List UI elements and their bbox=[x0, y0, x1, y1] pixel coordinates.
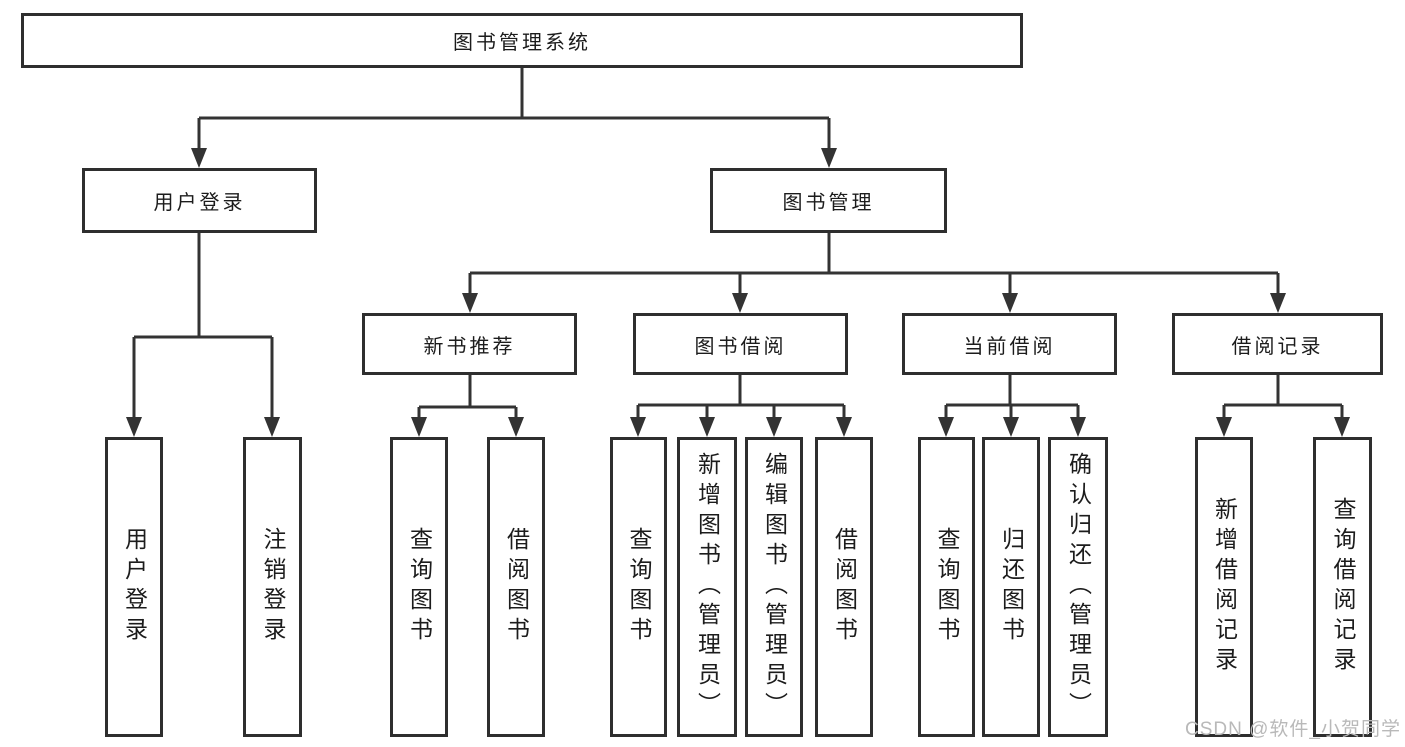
node-book-management: 图书管理 bbox=[710, 168, 947, 233]
csdn-watermark: CSDN @软件_小贺同学 bbox=[1185, 719, 1401, 740]
node-borrow-records: 借阅记录 bbox=[1172, 313, 1383, 375]
node-new-book-recommend: 新书推荐 bbox=[362, 313, 577, 375]
leaf-record-query-label: 查询借阅记录 bbox=[1330, 497, 1356, 677]
leaf-borrow-add-admin-label: 新增图书（管理员） bbox=[694, 452, 721, 722]
node-book-borrowing: 图书借阅 bbox=[633, 313, 848, 375]
leaf-newbooks-query: 查询图书 bbox=[390, 437, 448, 737]
node-book-management-label: 图书管理 bbox=[782, 192, 875, 214]
leaf-user-login: 用户登录 bbox=[105, 437, 163, 737]
leaf-record-add: 新增借阅记录 bbox=[1195, 437, 1253, 737]
node-root-label: 图书管理系统 bbox=[453, 32, 591, 54]
leaf-borrow-edit-admin-label: 编辑图书（管理员） bbox=[761, 452, 788, 722]
leaf-newbooks-borrow: 借阅图书 bbox=[487, 437, 545, 737]
leaf-borrow-query-label: 查询图书 bbox=[626, 527, 652, 647]
leaf-current-return: 归还图书 bbox=[982, 437, 1040, 737]
leaf-user-login-label: 用户登录 bbox=[121, 527, 148, 647]
leaf-current-confirm-admin: 确认归还（管理员） bbox=[1048, 437, 1108, 737]
node-book-borrowing-label: 图书借阅 bbox=[694, 335, 787, 358]
leaf-newbooks-query-label: 查询图书 bbox=[406, 527, 433, 647]
leaf-current-query-label: 查询图书 bbox=[934, 527, 960, 647]
leaf-borrow-query: 查询图书 bbox=[610, 437, 667, 737]
node-root: 图书管理系统 bbox=[21, 13, 1023, 68]
leaf-current-confirm-admin-label: 确认归还（管理员） bbox=[1065, 452, 1092, 722]
leaf-newbooks-borrow-label: 借阅图书 bbox=[503, 527, 530, 647]
node-borrow-records-label: 借阅记录 bbox=[1231, 335, 1324, 358]
leaf-borrow-book: 借阅图书 bbox=[815, 437, 873, 737]
node-user-login-label: 用户登录 bbox=[153, 192, 246, 214]
node-user-login: 用户登录 bbox=[82, 168, 317, 233]
leaf-record-add-label: 新增借阅记录 bbox=[1211, 497, 1238, 677]
leaf-record-query: 查询借阅记录 bbox=[1313, 437, 1372, 737]
leaf-borrow-book-label: 借阅图书 bbox=[831, 527, 858, 647]
leaf-borrow-edit-admin: 编辑图书（管理员） bbox=[745, 437, 803, 737]
leaf-borrow-add-admin: 新增图书（管理员） bbox=[677, 437, 737, 737]
leaf-logout-label: 注销登录 bbox=[260, 527, 286, 647]
node-new-book-recommend-label: 新书推荐 bbox=[423, 335, 516, 358]
leaf-logout: 注销登录 bbox=[243, 437, 302, 737]
leaf-current-return-label: 归还图书 bbox=[998, 527, 1025, 647]
node-current-borrowing: 当前借阅 bbox=[902, 313, 1117, 375]
leaf-current-query: 查询图书 bbox=[918, 437, 975, 737]
node-current-borrowing-label: 当前借阅 bbox=[963, 335, 1056, 358]
